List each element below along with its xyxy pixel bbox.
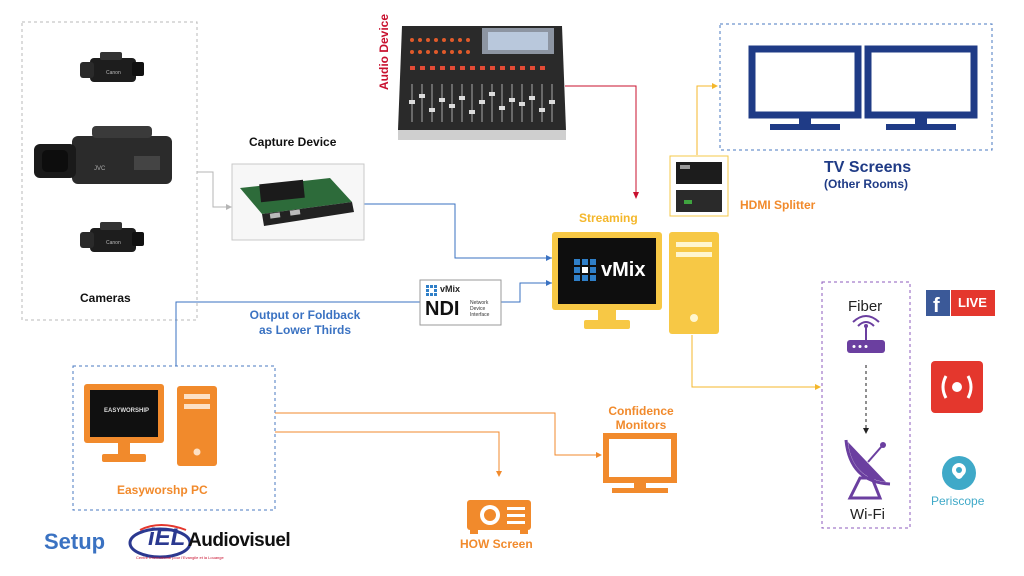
cameras-box [21,21,198,321]
audio-mixer-icon [398,26,566,140]
broadcast-live-icon [931,361,983,413]
periscope-label: Periscope [931,494,985,508]
ndi-sub-line: Device [470,306,486,312]
arrow-head [546,255,552,261]
confidence-monitors-label: Confidence Monitors [596,404,686,432]
ndi-sub-line: Interface [470,312,490,318]
ndi-sub-text: Network Device Interface [470,300,489,318]
brand-logo-icon [128,524,192,559]
pro-camera-icon: JVC [34,126,172,184]
facebook-live-icon: f [926,290,995,317]
fiber-label: Fiber [848,298,883,315]
cameras-label: Cameras [80,291,131,305]
streaming-label: Streaming [579,211,638,225]
periscope-icon [942,456,976,490]
svg-text:Canon: Canon [106,70,121,76]
streaming-pc-tower-icon [669,232,719,334]
easyworship-screen-text: EASYWORSHIP [104,408,150,414]
arrow-head [815,384,821,390]
svg-text:Canon: Canon [106,240,121,246]
satellite-dish-icon [844,439,891,500]
camcorder-icon: Canon [80,222,144,252]
splitter-to-tv-line [696,85,717,155]
internet-box [821,281,911,529]
cameras-to-capture-line [197,171,232,208]
vmix-logo-icon [574,259,596,281]
vmix-logo-text: vMix [601,259,646,281]
confidence-line: Monitors [615,418,667,432]
easyworship-to-confidence-line [275,412,600,456]
easyworship-box [72,365,276,511]
arrow-head [863,428,869,434]
streaming-monitor-icon [552,232,662,329]
ndi-vmix-text: vMix [440,284,461,294]
hdmi-splitter-label: HDMI Splitter [740,198,816,212]
ndi-vmix-mini-icon [426,285,437,296]
ndi-to-vmix-line [501,282,552,303]
lower-thirds-line: as Lower Thirds [258,323,352,337]
easyworship-to-how-line [275,431,500,474]
confidence-line: Confidence [608,404,674,418]
audio-device-label: Audio Device [377,13,391,90]
audio-to-vmix-line [565,85,637,195]
lower-thirds-label: Output or Foldback as Lower Thirds [240,308,370,338]
ndi-box [419,279,502,326]
tv-screens-box [719,23,993,151]
tv-screen-icon [864,45,978,130]
projector-icon [467,500,531,534]
svg-text:JVC: JVC [94,166,106,172]
arrow-head [596,452,602,458]
easyworship-pc-label: Easyworshp PC [117,483,208,497]
easyworship-to-ndi-line [175,301,420,366]
wifi-label: Wi-Fi [850,506,885,523]
arrow-head [226,204,232,210]
arrow-head [496,471,502,477]
pc-to-internet-line [691,335,820,388]
live-label: LIVE [958,295,987,310]
how-screen-label: HOW Screen [460,537,533,551]
ndi-text: NDI [425,298,460,320]
arrow-head [633,192,639,199]
confidence-monitor-icon [603,433,677,493]
lower-thirds-line: Output or Foldback [249,308,361,322]
router-icon [847,315,885,353]
setup-label: Setup [44,529,106,554]
brand-mark: iEL [148,524,186,551]
svg-text:f: f [933,295,940,317]
tv-screens-sub-label: (Other Rooms) [824,177,908,191]
ndi-sub-line: Network [470,300,489,306]
easyworship-monitor-icon [84,384,164,462]
tv-screen-icon [748,45,862,130]
capture-device-label: Capture Device [249,135,337,149]
capture-to-vmix-line [364,203,552,259]
brand-tagline: Centre International pour l'Evangile et … [136,555,224,560]
arrow-head [546,280,552,286]
easyworship-pc-tower-icon [177,386,217,466]
tv-screens-label: TV Screens [824,159,912,176]
camcorder-icon: Canon [80,52,144,82]
capture-card-icon [231,163,365,241]
brand-text: Audiovisuel [188,530,291,551]
hdmi-splitter-icon [669,155,729,217]
arrow-head [712,83,718,89]
